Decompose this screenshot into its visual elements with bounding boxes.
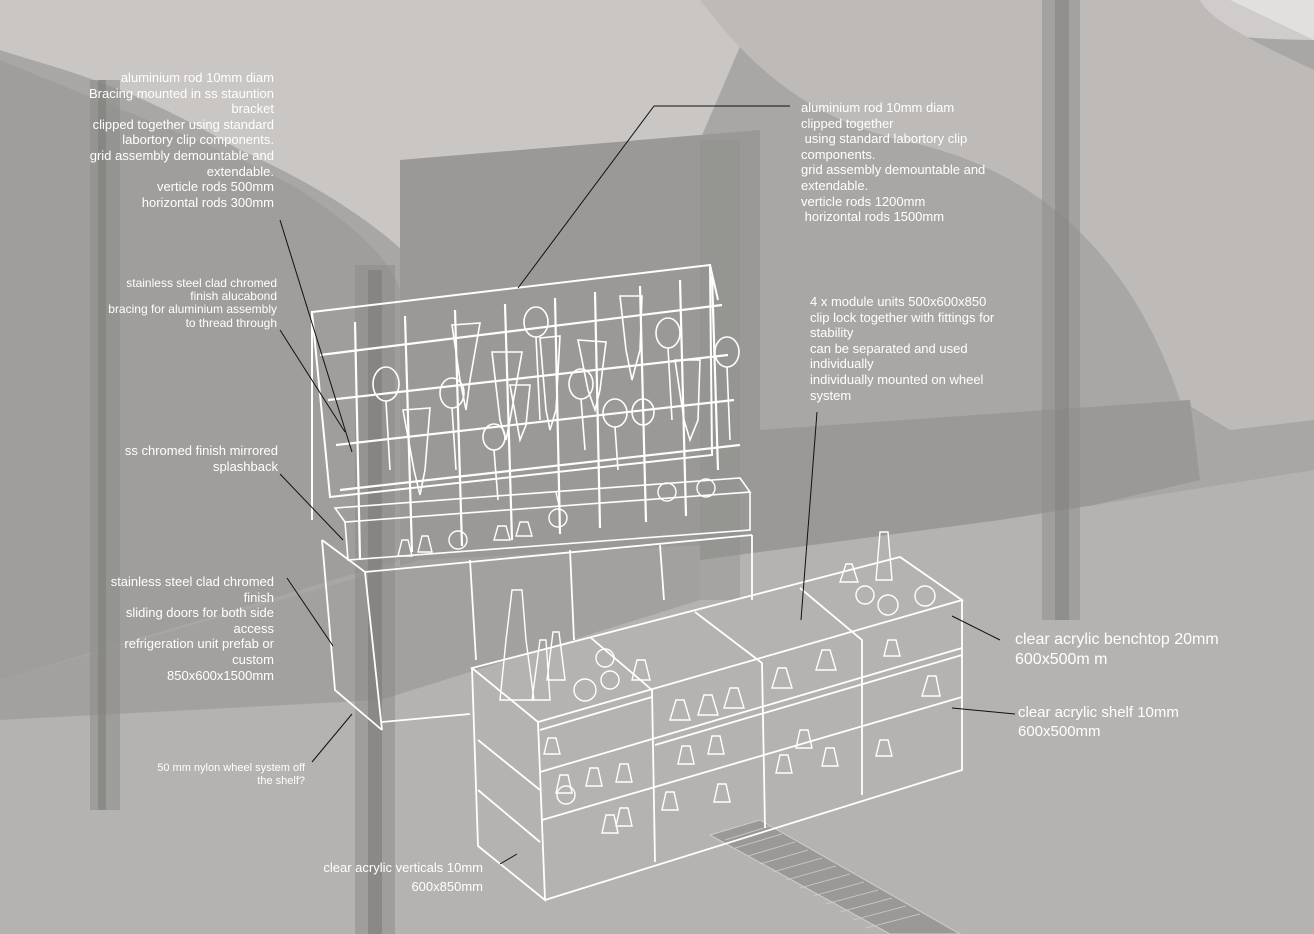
note-line: clear acrylic shelf 10mm: [1018, 704, 1179, 721]
note-line: extendable.: [206, 163, 274, 179]
note-wheels: 50 mm nylon wheel system off the shelf?: [120, 762, 305, 788]
note-line: the shelf?: [257, 775, 305, 787]
note-line: aluminium rod 10mm diam: [120, 70, 274, 85]
note-line: extendable.: [801, 177, 869, 193]
module-units: [470, 556, 965, 902]
note-bracing: stainless steel clad chromed finish aluc…: [60, 276, 277, 330]
note-line: bracket: [231, 101, 274, 117]
note-line: stainless steel clad chromed: [126, 276, 277, 290]
note-line: sliding doors for both side: [125, 605, 274, 621]
note-line: stability: [810, 325, 854, 341]
note-line: can be separated and used: [810, 340, 968, 356]
note-line: verticle rods 1200mm: [801, 193, 926, 209]
note-module-units: 4 x module units 500x600x850 clip lock t…: [810, 294, 1040, 403]
note-line: components.: [801, 146, 876, 162]
note-line: access: [233, 620, 274, 636]
note-line: Bracing mounted in ss stauntion: [89, 85, 274, 101]
note-line: labortory clip components.: [122, 132, 274, 148]
note-rod-grid-right: aluminium rod 10mm diam clipped together…: [801, 100, 1041, 225]
note-benchtop: clear acrylic benchtop 20mm 600x500m m: [1015, 630, 1265, 670]
note-shelf: clear acrylic shelf 10mm 600x500mm: [1018, 703, 1248, 741]
note-line: bracing for aluminium assembly: [108, 302, 277, 317]
note-line: individually mounted on wheel: [810, 371, 984, 387]
note-line: custom: [232, 651, 274, 667]
note-line: verticle rods 500mm: [156, 179, 274, 195]
note-line: clipped together: [801, 115, 894, 131]
note-rod-grid-left: aluminium rod 10mm diam Bracing mounted …: [60, 70, 274, 210]
note-line: grid assembly demountable and: [801, 162, 986, 178]
splashback-flasks: [397, 478, 716, 557]
note-line: refrigeration unit prefab or: [124, 636, 274, 652]
note-line: 600x850mm: [411, 879, 483, 894]
column-center-edge: [368, 270, 382, 934]
note-line: to thread through: [185, 315, 277, 330]
floor-track-marks: [724, 825, 921, 929]
column-right-edge: [1055, 0, 1069, 620]
note-splashback: ss chromed finish mirrored splashback: [90, 443, 278, 474]
note-cabinet: stainless steel clad chromed finish slid…: [80, 574, 274, 683]
column-back: [700, 140, 740, 600]
floor: [0, 470, 1314, 934]
ceiling-highlight: [1230, 0, 1314, 40]
module-glassware: [499, 531, 941, 834]
leader-lines: [279, 105, 1016, 865]
note-line: finish: [243, 589, 274, 605]
rod-grid-frame: [310, 263, 719, 520]
note-line: horizontal rods 1500mm: [801, 209, 945, 225]
ceiling-vault-right: [700, 0, 1314, 430]
note-line: system: [810, 387, 852, 403]
note-line: 50 mm nylon wheel system off: [157, 762, 305, 774]
note-line: splashback: [212, 458, 278, 474]
note-line: grid assembly demountable and: [89, 147, 274, 163]
note-line: finish alucabond: [190, 289, 277, 304]
note-line: using standard labortory clip: [801, 131, 968, 147]
floor-shadow: [0, 545, 700, 720]
note-line: clipped together using standard: [92, 116, 274, 132]
note-line: aluminium rod 10mm diam: [801, 100, 955, 115]
grid-glassware: [372, 295, 740, 501]
note-line: individually: [810, 356, 874, 372]
note-verticals: clear acrylic verticals 10mm 600x850mm: [290, 858, 483, 896]
column-left-edge: [98, 80, 106, 810]
note-line: 600x500mm: [1018, 723, 1101, 740]
note-line: ss chromed finish mirrored: [124, 443, 278, 458]
note-line: clear acrylic benchtop 20mm: [1015, 631, 1219, 648]
note-line: 850x600x1500mm: [167, 667, 274, 683]
note-line: horizontal rods 300mm: [141, 194, 274, 210]
fridge-cabinet: [321, 534, 753, 731]
note-line: stainless steel clad chromed: [110, 574, 274, 589]
note-line: 4 x module units 500x600x850: [810, 294, 987, 309]
note-line: clear acrylic verticals 10mm: [323, 860, 483, 875]
ceiling-vault-left: [0, 0, 760, 280]
splashback: [333, 477, 752, 561]
note-line: 600x500m m: [1015, 651, 1108, 668]
note-line: clip lock together with fittings for: [810, 309, 995, 325]
